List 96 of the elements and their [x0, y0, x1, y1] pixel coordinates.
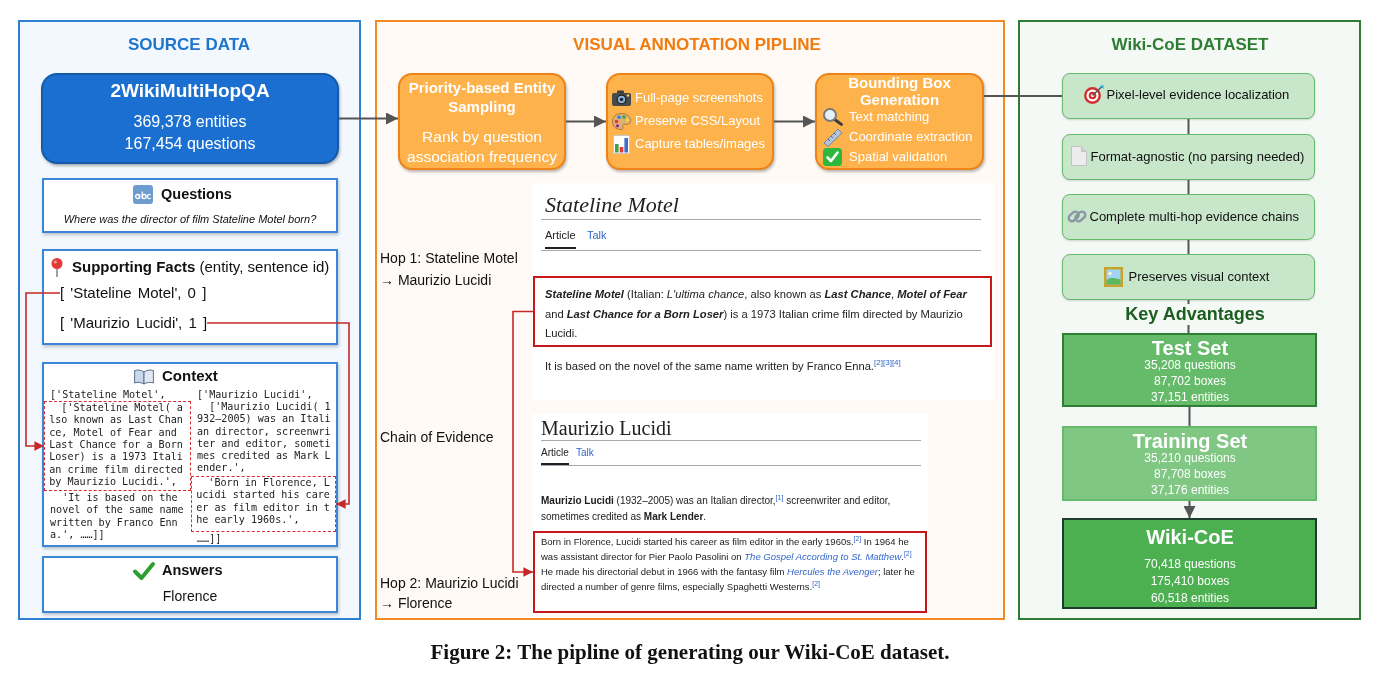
code-text: 'Born in Florence, Lucidi started his career as film editor in the early 1960s.', [196, 477, 330, 527]
connector-line [983, 95, 1063, 97]
article-title: Maurizio Lucidi [541, 416, 672, 440]
card-title: Questions [161, 186, 232, 204]
stat-text: 37,176 entities [1150, 483, 1230, 497]
code-text: 'It is based on the novel of the same name written by Franco Enna.', ……]] [50, 492, 184, 542]
arrow [773, 115, 816, 128]
paragraph: It is based on the novel of the same name written by Franco Enna.$^{[2][3][4]}$ [545, 357, 902, 374]
stat-text: 37,151 entities [1150, 390, 1230, 404]
answer-text: Florence [162, 588, 218, 605]
page-screenshot [532, 183, 994, 400]
advantage-box [1062, 73, 1315, 119]
stat-text: 175,410 boxes [1150, 574, 1230, 588]
tab-label: Article [545, 229, 576, 249]
advantage-text: Pixel-level evidence localization [1106, 86, 1290, 103]
card-title: Answers [162, 562, 223, 580]
highlight-box [191, 476, 336, 532]
stat-text: 87,708 boxes [1153, 467, 1227, 481]
figure-caption: Figure 2: The pipline of generating our Wiki-CoE dataset. [430, 640, 950, 665]
advantage-box [1062, 254, 1315, 300]
stat-text: 87,702 boxes [1153, 374, 1227, 388]
facts-card [42, 249, 338, 345]
paragraph: Stateline Motel (Italian: L'ultima chance, also known as Last Chance, Motel of Fear and Last Chance for a Born Loser) is a 1973 Italian crime film directed by Maurizio Lucidi. [545, 287, 969, 341]
question-text: Where was the director of film Stateline Motel born? [63, 213, 317, 227]
article-title: Stateline Motel [545, 192, 679, 218]
arrow [25, 292, 61, 451]
split-title: Wiki-CoE [1146, 527, 1234, 547]
questions-card [42, 178, 338, 233]
step-box [398, 73, 566, 170]
highlight-box [533, 276, 992, 347]
panel-title: SOURCE DATA [127, 35, 251, 56]
panel-title: VISUAL ANNOTATION PIPLINE [573, 35, 821, 56]
step-box [815, 73, 984, 170]
paragraph: Born in Florence, Lucidi started his career as film editor in the early 1960s.$^{[2]}$ In 1964 he was assistant director for Pier Paolo Pasolini on The Gospel According to St. Matthew.$^{[2]}$ He made his directorial debut in 1966 with the fantasy film Hercules the Avenger; later he directed a number of genre films, especially Spaghetti Westerns.$^{[2]}$ [541, 534, 916, 594]
paragraph: Maurizio Lucidi (1932–2005) was an Italian director,$^{[1]}$ screenwriter and editor, sometimes credited as Mark Lender. [541, 493, 892, 524]
chain-label: Chain of Evidence [380, 429, 494, 446]
stat-text: 70,418 questions [1144, 557, 1236, 571]
panel-title: Wiki-CoE DATASET [1111, 35, 1269, 56]
step-item: Text matching [849, 109, 930, 125]
highlight-box [533, 531, 927, 613]
connector-line [1187, 179, 1190, 195]
advantage-text: Complete multi-hop evidence chains [1089, 208, 1300, 225]
arrow [206, 322, 350, 509]
pipeline-panel [375, 20, 1005, 620]
step-item: Capture tables/images [635, 136, 766, 152]
context-card [42, 362, 338, 547]
arrow [512, 310, 534, 577]
section-heading: Key Advantages [1123, 304, 1267, 325]
stat-text: 167,454 questions [124, 134, 256, 154]
code-text: ['Maurizio Lucidi( 1932–2005) was an Italian director, screenwriter and editor, sometimes credited as Mark Lender.', [197, 401, 331, 475]
code-text: ……]] [197, 533, 222, 546]
advantage-box [1062, 134, 1315, 180]
step-text: Rank by question association frequency [406, 127, 558, 167]
split-title: Test Set [1151, 338, 1229, 358]
card-title: Context [162, 367, 218, 385]
advantage-text: Format-agnostic (no parsing needed) [1090, 148, 1305, 165]
tab-label: Talk [576, 447, 594, 459]
code-text: ['Stateline Motel( also known as Last Chance, Motel of Fear and Last Chance for a Born Loser) is a 1973 Italian crime film directed by Maurizio Lucidi.', [49, 402, 183, 489]
source-panel [18, 20, 361, 620]
step-title: Bounding Box Generation [847, 74, 952, 108]
split-box [1062, 518, 1317, 609]
fact-row: [ 'Stateline Motel', 0 ] [60, 284, 207, 302]
page-screenshot [532, 414, 928, 614]
step-item: Preserve CSS/Layout [635, 113, 760, 129]
advantage-text: Preserves visual context [1128, 268, 1270, 285]
stat-text: 35,208 questions [1144, 358, 1236, 372]
connector-line [1188, 406, 1191, 427]
answers-card [42, 556, 338, 613]
hop-label: Hop 2: Maurizio Lucidi → Florence [380, 574, 520, 613]
arrow [338, 112, 399, 125]
card-title: 2WikiMultiHopQA [110, 80, 270, 103]
card-title: Supporting Facts (entity, sentence id) [72, 258, 330, 276]
step-item: Spatial validation [849, 149, 948, 165]
hop-label: Hop 1: Stateline Motel → Maurizio Lucidi [380, 249, 519, 290]
stat-text: 369,378 entities [133, 112, 247, 132]
advantage-box [1062, 194, 1315, 240]
step-box [606, 73, 774, 170]
stat-text: 60,518 entities [1150, 591, 1230, 605]
step-item: Full-page screenshots [635, 90, 763, 106]
split-box [1062, 333, 1317, 407]
fact-row: [ 'Maurizio Lucidi', 1 ] [60, 314, 208, 332]
connector-line [1187, 239, 1190, 255]
arrow [565, 115, 607, 128]
code-text: ['Maurizio Lucidi', [197, 389, 313, 402]
step-title: Priority-based Entity Sampling [407, 78, 557, 116]
stat-text: 35,210 questions [1144, 451, 1236, 465]
arrow [1183, 500, 1196, 519]
code-text: ['Stateline Motel', [50, 389, 166, 402]
dataset-card [41, 73, 339, 164]
dataset-panel [1018, 20, 1361, 620]
tab-label: Talk [587, 229, 607, 242]
tab-label: Article [541, 447, 569, 465]
step-item: Coordinate extraction [849, 129, 973, 145]
split-box [1062, 426, 1317, 501]
connector-line [1187, 299, 1190, 334]
connector-line [1187, 118, 1190, 135]
